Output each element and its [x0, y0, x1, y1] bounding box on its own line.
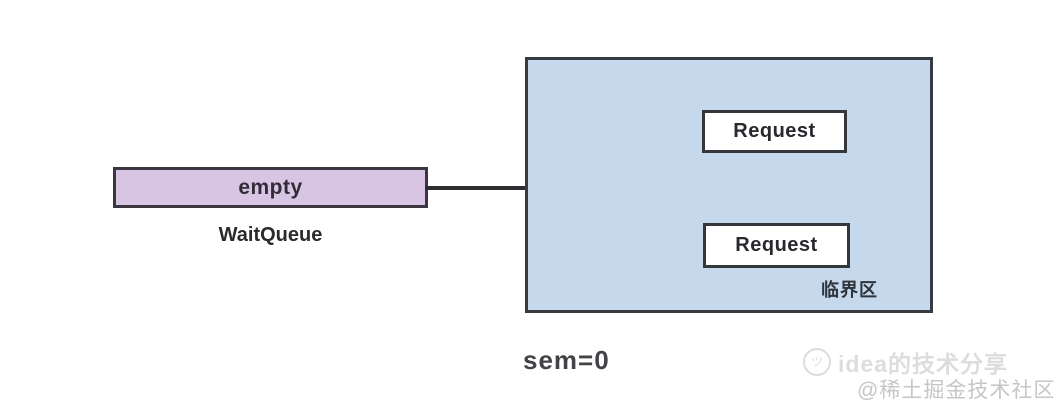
watermark-community: @稀土掘金技术社区: [857, 379, 1056, 402]
watermark-author-text: idea的技术分享: [838, 351, 1009, 377]
wait-queue-caption: WaitQueue: [218, 224, 323, 246]
request-box-label: Request: [735, 234, 818, 256]
sem-value-label: sem=0: [523, 345, 610, 375]
watermark-author: ツ idea的技术分享: [803, 345, 1008, 379]
request-box-label: Request: [733, 120, 816, 142]
request-box: Request: [703, 223, 850, 268]
critical-section-label: 临界区: [821, 280, 878, 300]
request-box: Request: [702, 110, 847, 153]
critical-section-box: 临界区: [525, 57, 933, 313]
wait-queue-box-label: empty: [238, 175, 303, 199]
connector-main-line: [425, 186, 566, 190]
wait-queue-box: empty: [113, 167, 428, 208]
smiley-face-icon: ツ: [803, 348, 831, 376]
